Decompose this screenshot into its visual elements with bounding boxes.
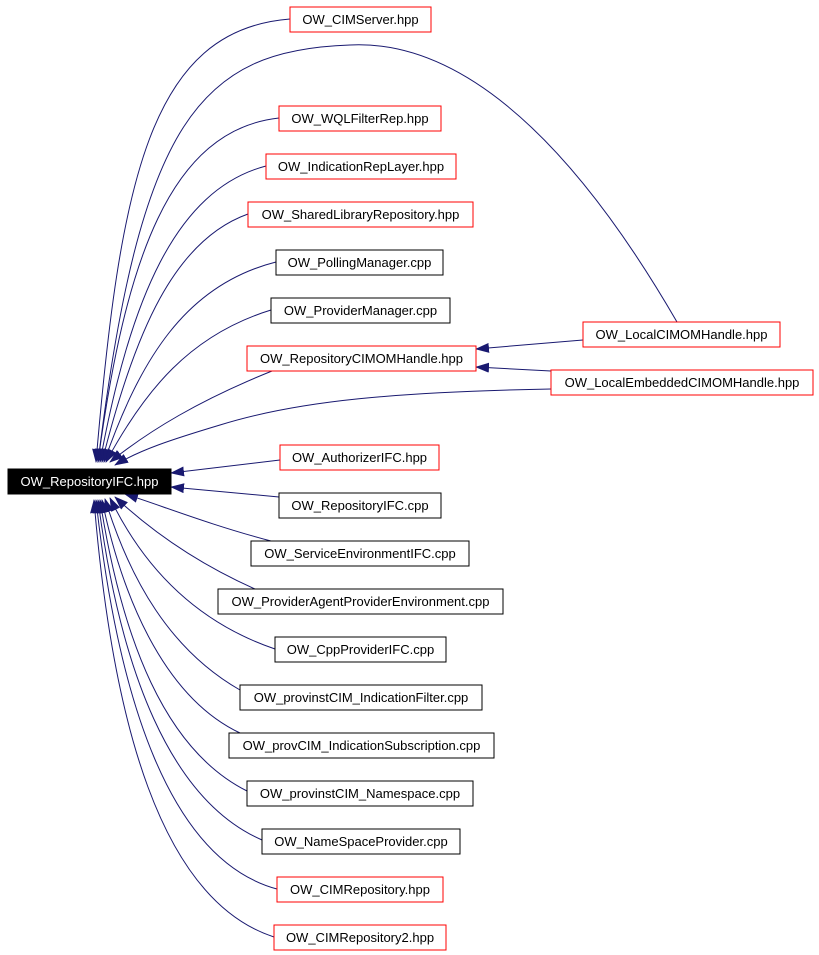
edge-sharedlib-to-root [100, 213, 249, 463]
node-provmgr[interactable]: OW_ProviderManager.cpp [270, 297, 451, 324]
node-cimserver[interactable]: OW_CIMServer.hpp [289, 6, 432, 33]
node-label: OW_CIMRepository2.hpp [286, 930, 434, 945]
node-box [276, 876, 444, 903]
edge-svcenv-to-root [124, 493, 272, 542]
node-label: OW_provCIM_IndicationSubscription.cpp [243, 738, 481, 753]
edge-local-to-root [94, 44, 678, 463]
node-provagent[interactable]: OW_ProviderAgentProviderEnvironment.cpp [217, 588, 504, 615]
node-indsub[interactable]: OW_provCIM_IndicationSubscription.cpp [228, 732, 495, 759]
node-cimrep[interactable]: OW_CIMRepository.hpp [276, 876, 444, 903]
root-node-box [7, 468, 172, 495]
node-box [274, 636, 447, 663]
node-label: OW_AuthorizerIFC.hpp [292, 450, 427, 465]
edge-rch-to-root [109, 370, 273, 463]
node-label: OW_provinstCIM_Namespace.cpp [260, 786, 460, 801]
edge-cimserver-to-root [92, 18, 291, 463]
node-label: OW_PollingManager.cpp [288, 255, 432, 270]
node-box [247, 201, 474, 228]
edge-nsinst-to-root [97, 499, 248, 792]
node-cppprov[interactable]: OW_CppProviderIFC.cpp [274, 636, 447, 663]
node-localemb[interactable]: OW_LocalEmbeddedCIMOMHandle.hpp [550, 369, 814, 396]
node-box [278, 492, 442, 519]
node-box [265, 153, 457, 180]
node-label: OW_RepositoryIFC.cpp [291, 498, 428, 513]
edge-cppprov-to-root [109, 497, 276, 650]
node-label: OW_IndicationRepLayer.hpp [278, 159, 444, 174]
node-box [289, 6, 432, 33]
node-label: OW_ProviderManager.cpp [284, 303, 437, 318]
edge-cimrep2-to-root [90, 499, 275, 938]
edge-cimrep-to-root [92, 499, 278, 890]
node-svcenv[interactable]: OW_ServiceEnvironmentIFC.cpp [250, 540, 470, 567]
node-box [217, 588, 504, 615]
edge-nsprov-to-root [94, 499, 263, 841]
node-label: OW_LocalEmbeddedCIMOMHandle.hpp [565, 375, 800, 390]
edge-pollmgr-to-root [103, 261, 277, 463]
root-node-label: OW_RepositoryIFC.hpp [21, 474, 159, 489]
node-label: OW_ServiceEnvironmentIFC.cpp [264, 546, 455, 561]
node-label: OW_RepositoryCIMOMHandle.hpp [260, 351, 463, 366]
node-box [228, 732, 495, 759]
node-local[interactable]: OW_LocalCIMOMHandle.hpp [582, 321, 781, 348]
node-box [278, 105, 442, 132]
node-cimrep2[interactable]: OW_CIMRepository2.hpp [273, 924, 447, 951]
node-label: OW_LocalCIMOMHandle.hpp [596, 327, 768, 342]
node-label: OW_provinstCIM_IndicationFilter.cpp [254, 690, 469, 705]
node-box [270, 297, 451, 324]
node-label: OW_WQLFilterRep.hpp [291, 111, 428, 126]
node-indrep[interactable]: OW_IndicationRepLayer.hpp [265, 153, 457, 180]
edges-layer [90, 18, 678, 938]
node-box [261, 828, 461, 855]
edge-indrep-to-root [97, 165, 267, 463]
node-nsinst[interactable]: OW_provinstCIM_Namespace.cpp [246, 780, 474, 807]
node-box [582, 321, 781, 348]
node-box [246, 345, 477, 372]
node-repcpp[interactable]: OW_RepositoryIFC.cpp [278, 492, 442, 519]
node-box [279, 444, 440, 471]
node-nsprov[interactable]: OW_NameSpaceProvider.cpp [261, 828, 461, 855]
node-label: OW_CppProviderIFC.cpp [287, 642, 434, 657]
edge-localemb-to-rch [475, 362, 552, 373]
node-wqlfilter[interactable]: OW_WQLFilterRep.hpp [278, 105, 442, 132]
node-label: OW_SharedLibraryRepository.hpp [262, 207, 460, 222]
edge-provagent-to-root [114, 496, 256, 590]
node-label: OW_CIMServer.hpp [302, 12, 418, 27]
node-authz[interactable]: OW_AuthorizerIFC.hpp [279, 444, 440, 471]
edge-authz-to-root [170, 459, 281, 477]
edge-repcpp-to-root [170, 483, 280, 498]
node-indfilter[interactable]: OW_provinstCIM_IndicationFilter.cpp [239, 684, 483, 711]
node-label: OW_NameSpaceProvider.cpp [274, 834, 447, 849]
edge-wqlfilter-to-root [94, 117, 280, 463]
node-label: OW_ProviderAgentProviderEnvironment.cpp [232, 594, 490, 609]
node-label: OW_CIMRepository.hpp [290, 882, 430, 897]
node-box [275, 249, 444, 276]
edge-local-to-rch [475, 339, 584, 353]
node-sharedlib[interactable]: OW_SharedLibraryRepository.hpp [247, 201, 474, 228]
nodes-layer: OW_CIMServer.hppOW_WQLFilterRep.hppOW_In… [7, 6, 814, 951]
root-node: OW_RepositoryIFC.hpp [7, 468, 172, 495]
node-box [239, 684, 483, 711]
node-box [250, 540, 470, 567]
node-pollmgr[interactable]: OW_PollingManager.cpp [275, 249, 444, 276]
edge-localemb-to-root [114, 388, 552, 466]
node-box [550, 369, 814, 396]
node-box [273, 924, 447, 951]
edge-indsub-to-root [99, 499, 241, 734]
edge-provmgr-to-root [105, 309, 272, 463]
node-rch[interactable]: OW_RepositoryCIMOMHandle.hpp [246, 345, 477, 372]
node-box [246, 780, 474, 807]
edge-indfilter-to-root [104, 498, 241, 691]
